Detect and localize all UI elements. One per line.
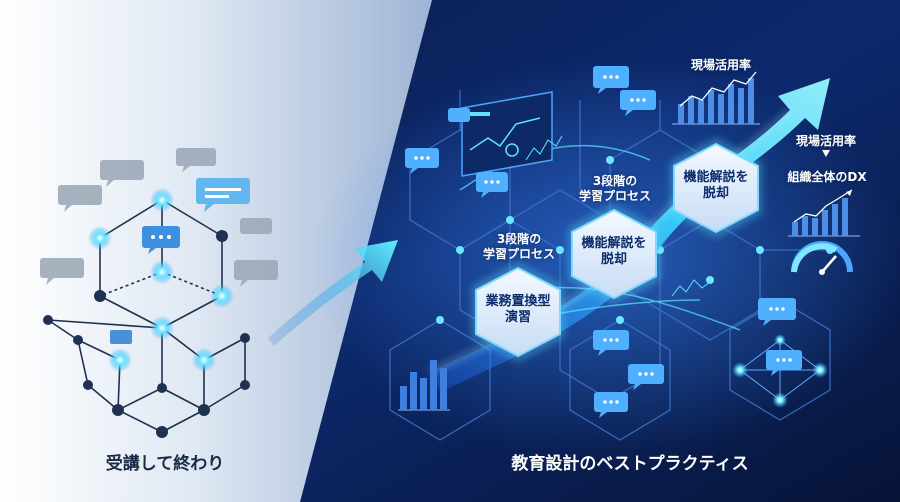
hex-middle	[571, 208, 657, 300]
hexagons	[472, 138, 762, 362]
down-marker-icon	[822, 150, 830, 157]
transition-arrow	[268, 240, 398, 346]
org-dx-label: 組織全体のDX	[787, 170, 867, 184]
side-bar-chart-icon	[788, 189, 860, 237]
bottom-right-cluster-nodes	[732, 334, 828, 408]
left-background	[0, 0, 432, 502]
hex-bottom-label: 業務置換型 演習	[485, 294, 551, 326]
hex-middle-label: 機能解説を 脱却	[581, 236, 647, 268]
right-caption: 教育設計のベストプラクティス	[511, 454, 749, 474]
right-chat-bubbles	[405, 66, 802, 418]
hex-bottom	[475, 266, 561, 358]
hex-top-label: 機能解説を 脱却	[683, 170, 749, 202]
bottom-right-cluster	[739, 339, 821, 401]
gauge-icon	[791, 241, 853, 275]
hex-top	[673, 142, 759, 234]
side-usage-label: 現場活用率	[795, 134, 856, 148]
growth-arrow	[430, 78, 830, 392]
left-nodes	[43, 188, 250, 438]
mini-line-chart-icon	[525, 135, 711, 297]
process-label-mid: 3段階の 学習プロセス	[578, 174, 651, 203]
bottom-bar-chart-icon	[398, 360, 450, 411]
process-label-left: 3段階の 学習プロセス	[482, 232, 555, 261]
left-caption: 受講して終わり	[105, 454, 225, 474]
left-chat-bubbles	[40, 148, 278, 344]
top-bar-chart-icon	[672, 71, 760, 125]
top-usage-label: 現場活用率	[690, 58, 751, 72]
